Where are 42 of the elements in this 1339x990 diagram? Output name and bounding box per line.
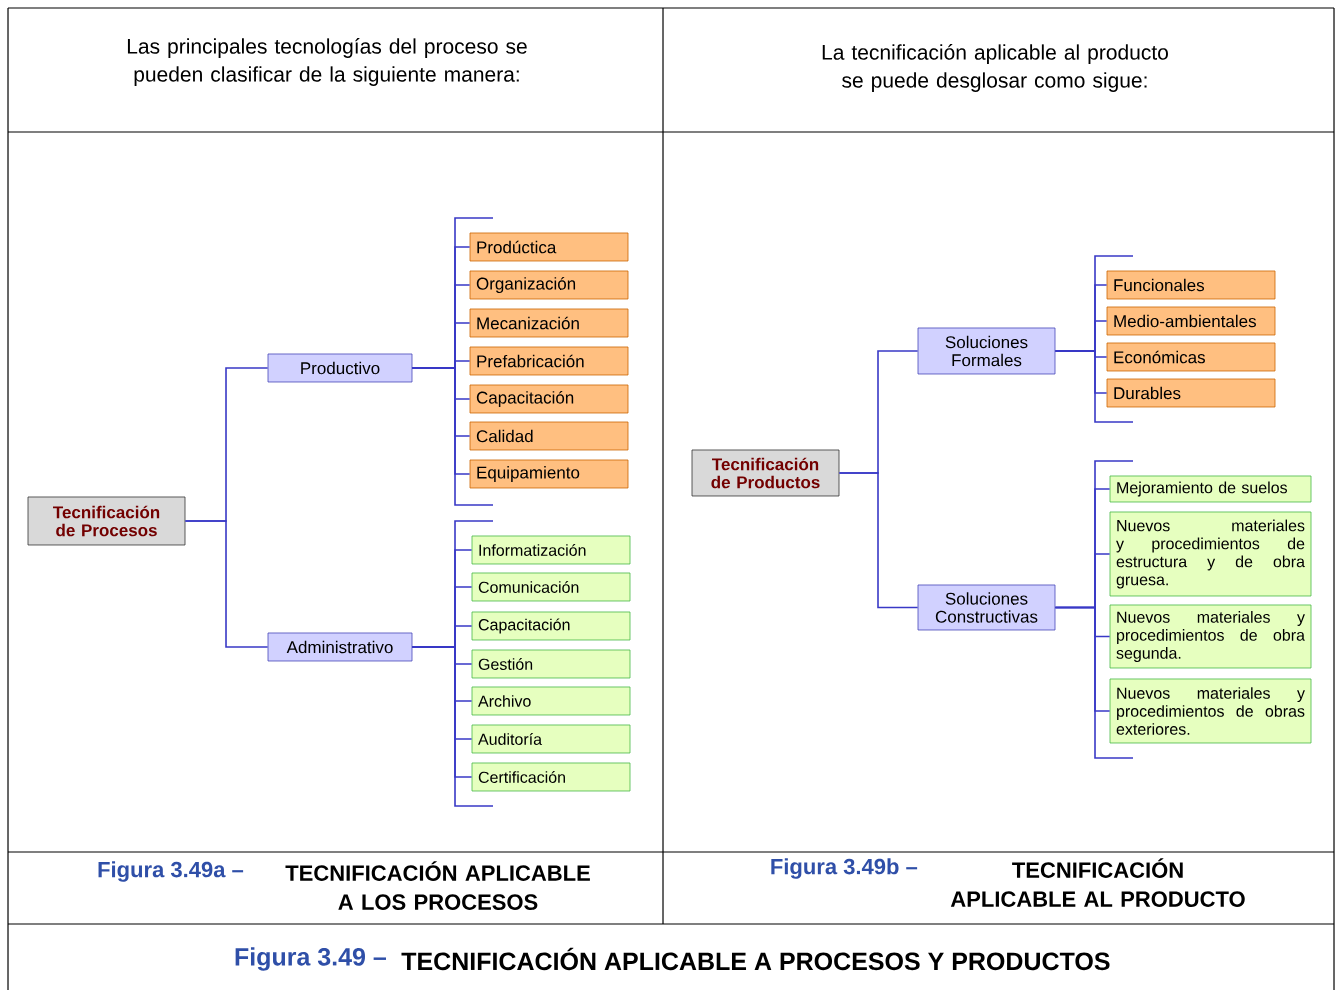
connector-line	[411, 367, 471, 475]
root-box: Tecnificación de Productos	[691, 449, 840, 497]
figure-caption: TECNIFICACIÓN APLICABLE A PROCESOS Y PRODUCTOS	[401, 947, 1110, 971]
item-box: Archivo	[471, 686, 631, 716]
item-box: Nuevos materiales y procedimientos de obra segunda.	[1109, 604, 1312, 669]
connector-line	[184, 520, 269, 648]
item-box: Nuevos materiales y procedimientos de obras exteriores.	[1109, 678, 1312, 744]
connector-line	[1054, 606, 1111, 712]
connector-line	[411, 646, 473, 778]
item-box: Organización	[469, 270, 629, 300]
item-box: Económicas	[1106, 342, 1276, 372]
item-box: Prefabricación	[469, 346, 629, 376]
item-box: Auditoría	[471, 724, 631, 754]
category-box: Productivo	[267, 353, 413, 383]
item-box: Medio-ambientales	[1106, 306, 1276, 336]
item-box: Calidad	[469, 421, 629, 451]
item-box: Gestión	[471, 649, 631, 679]
item-box: Nuevos materiales y procedimientos de estructura y de obra gruesa.	[1109, 511, 1312, 597]
item-box: Mejoramiento de suelos	[1109, 475, 1312, 503]
connector-line	[1054, 350, 1108, 394]
item-box: Mecanización	[469, 308, 629, 338]
figure-caption: TECNIFICACIÓN APLICABLE A LOS PROCESOS	[285, 861, 590, 910]
header-text: Las principales tecnologías del proceso se pueden clasificar de la siguiente manera:	[127, 38, 527, 86]
item-box: Capacitación	[471, 611, 631, 641]
figure-caption: TECNIFICACIÓN APLICABLE AL PRODUCTO	[950, 858, 1245, 907]
item-box: Prodúctica	[469, 232, 629, 262]
item-box: Comunicación	[471, 572, 631, 602]
figure-number: Figura 3.49a –	[98, 861, 244, 882]
item-box: Equipamiento	[469, 459, 629, 489]
category-box: Soluciones Constructivas	[917, 584, 1056, 631]
category-box: Soluciones Formales	[917, 327, 1056, 375]
connector-line	[838, 472, 919, 609]
item-box: Informatización	[471, 535, 631, 565]
figure-number: Figura 3.49b –	[771, 858, 918, 879]
item-box: Funcionales	[1106, 270, 1276, 300]
item-box: Durables	[1106, 378, 1276, 408]
root-box: Tecnificación de Procesos	[27, 496, 186, 546]
figure-number: Figura 3.49 –	[235, 947, 386, 971]
category-box: Administrativo	[267, 632, 413, 662]
item-box: Certificación	[471, 762, 631, 792]
item-box: Capacitación	[469, 384, 629, 414]
header-text: La tecnificación aplicable al producto se puede desglosar como sigue:	[822, 44, 1168, 92]
